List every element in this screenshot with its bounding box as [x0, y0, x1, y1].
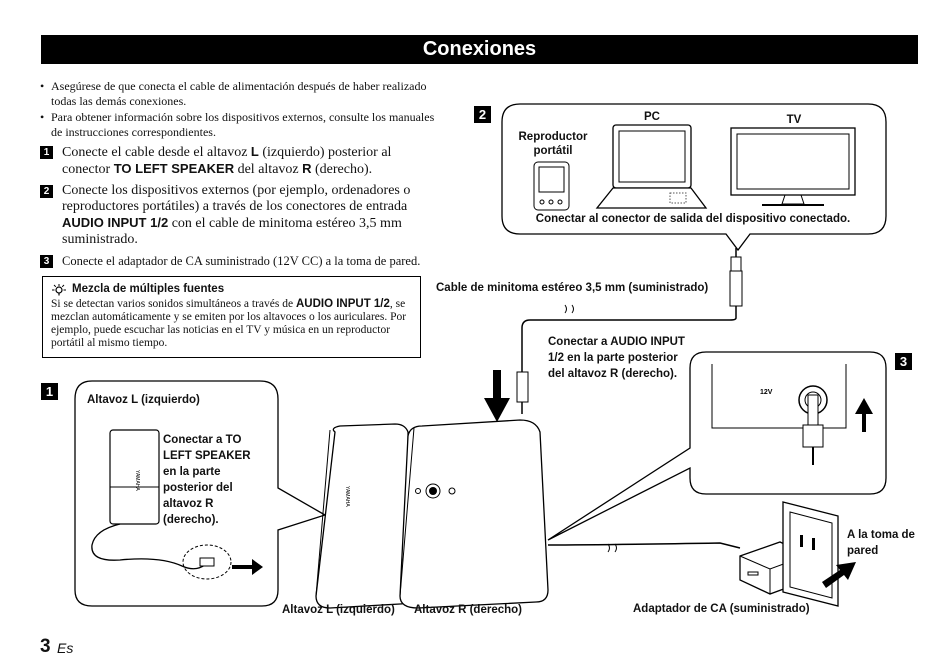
- note-item: Asegúrese de que conecta el cable de ali…: [40, 79, 440, 108]
- label-connect-output: Conectar al conector de salida del dispo…: [535, 213, 851, 225]
- lightbulb-icon: [52, 283, 66, 295]
- step-item: 3 Conecte el adaptador de CA suministrad…: [40, 253, 440, 269]
- label-connect-audio-input: Conectar a AUDIO INPUT 1/2 en la parte p…: [548, 336, 685, 380]
- step-item: 2 Conecte los dispositivos externos (por…: [40, 183, 440, 248]
- minijack-cable: [516, 248, 743, 414]
- right-speaker-icon: [399, 419, 549, 609]
- page-number: 3: [40, 636, 51, 657]
- step-text: Conecte los dispositivos externos (por e…: [62, 183, 411, 214]
- step-number: 2: [40, 185, 53, 198]
- page-language: Es: [57, 640, 74, 656]
- mix-note-box: Mezcla de múltiples fuentes Si se detect…: [42, 276, 421, 358]
- label-right-speaker: Altavoz R (derecho): [414, 604, 522, 616]
- left-speaker-icon: YAMAHA: [315, 423, 409, 609]
- note-item: Para obtener información sobre los dispo…: [40, 110, 440, 139]
- steps-list: 1 Conecte el cable desde el altavoz L (i…: [40, 144, 440, 274]
- portable-player-icon: [533, 161, 570, 211]
- step-number: 3: [40, 255, 53, 268]
- panel-1-bubble: [74, 380, 327, 607]
- brand-text: YAMAHA: [344, 486, 350, 507]
- mix-note-title: Mezcla de múltiples fuentes: [51, 283, 412, 296]
- step-text: (izquierdo) posterior al conector: [62, 145, 392, 177]
- mix-note-bold: AUDIO INPUT 1/2: [295, 298, 390, 310]
- dc-plug-icon: [802, 394, 824, 465]
- label-connect-left: Conectar a TO LEFT SPEAKER en la parte p…: [163, 434, 251, 526]
- panel-3-badge: 3: [895, 353, 912, 370]
- step-text: (derecho).: [311, 162, 373, 177]
- label-left-speaker-panel: Altavoz L (izquierdo): [87, 394, 200, 406]
- label-pc: PC: [644, 111, 660, 123]
- step-item: 1 Conecte el cable desde el altavoz L (i…: [40, 144, 440, 178]
- step-number: 1: [40, 146, 53, 159]
- brand-text: YAMAHA: [134, 470, 140, 491]
- mix-note-heading: Mezcla de múltiples fuentes: [72, 283, 225, 295]
- wall-outlet-icon: [782, 501, 839, 607]
- step-text: del altavoz: [234, 162, 303, 177]
- step-bold: L: [250, 144, 259, 159]
- left-speaker-back-icon: YAMAHA: [91, 429, 232, 580]
- mix-note-text: Si se detectan varios sonidos simultáneo…: [51, 298, 296, 310]
- step-bold: AUDIO INPUT 1/2: [62, 215, 169, 230]
- panel-1-badge: 1: [41, 383, 58, 400]
- panel-2-bubble: [501, 103, 887, 252]
- label-wall-outlet: A la toma de pared: [847, 529, 915, 557]
- label-left-speaker: Altavoz L (izquierdo): [282, 604, 395, 616]
- arrow-right-icon: [232, 559, 263, 575]
- arrow-up-icon: [855, 398, 873, 432]
- label-ac-adapter: Adaptador de CA (suministrado): [633, 603, 810, 615]
- jack-label: 12V: [760, 389, 773, 396]
- step-text: Conecte el cable desde el altavoz: [62, 145, 251, 160]
- notes-list: Asegúrese de que conecta el cable de ali…: [40, 79, 440, 141]
- step-text: Conecte el adaptador de CA suministrado …: [62, 254, 421, 268]
- mix-note-text: , se mezclan automáticamente y se emiten…: [51, 298, 407, 349]
- laptop-icon: [595, 124, 708, 209]
- panel-2-badge: 2: [474, 106, 491, 123]
- arrow-down-icon: [484, 370, 510, 422]
- step-bold: R: [302, 161, 312, 176]
- page-title: Conexiones: [41, 35, 918, 64]
- panel-3-bubble: [547, 351, 887, 541]
- label-portable-player: Reproductor portátil: [518, 131, 588, 157]
- label-cable: Cable de minitoma estéreo 3,5 mm (sumini…: [436, 282, 709, 294]
- arrow-up-right-icon: [822, 562, 856, 588]
- step-bold: TO LEFT SPEAKER: [113, 161, 235, 176]
- tv-icon: [730, 127, 856, 206]
- label-tv: TV: [786, 114, 802, 126]
- step-text: con el cable de minitoma estéreo 3,5 mm …: [62, 216, 402, 247]
